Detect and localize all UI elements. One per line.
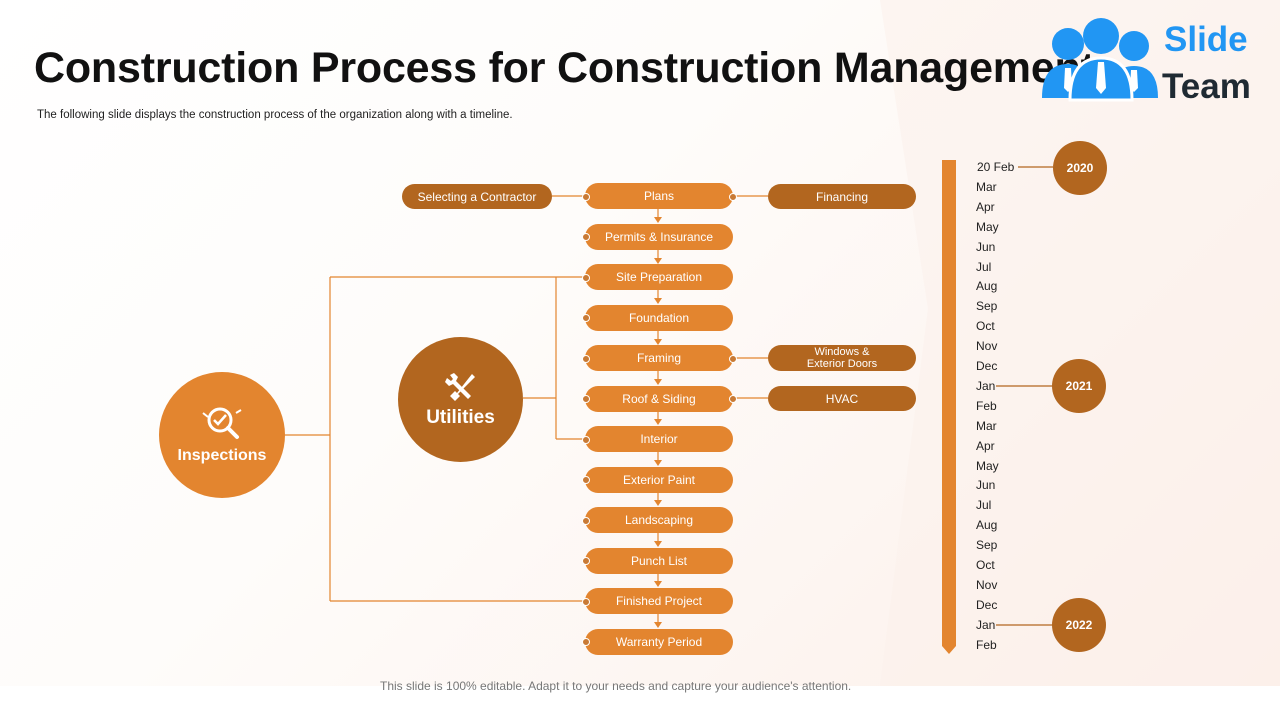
timeline-month: Jan <box>976 617 996 632</box>
footer-band <box>0 686 1280 720</box>
step-warranty-period: Warranty Period <box>585 629 733 655</box>
timeline-month: Dec <box>976 359 998 373</box>
step-framing: Framing <box>585 345 733 371</box>
page-title: Construction Process for Construction Ma… <box>34 44 1095 92</box>
step-permits-insurance: Permits & Insurance <box>585 224 733 250</box>
utilities-circle: Utilities <box>398 337 523 462</box>
page-subtitle: The following slide displays the constru… <box>37 109 513 121</box>
connector-dot <box>729 395 737 403</box>
inspection-check-icon <box>202 407 242 439</box>
timeline-month: Sep <box>976 299 998 314</box>
timeline-month: Jun <box>976 478 996 493</box>
timeline-month: Mar <box>976 418 997 433</box>
connector-dot <box>582 233 590 241</box>
timeline-month: Mar <box>976 179 997 194</box>
timeline-month: Feb <box>976 637 997 652</box>
connector-dot <box>582 598 590 606</box>
side-hvac: HVAC <box>768 386 916 411</box>
connector-dot <box>729 355 737 363</box>
timeline-month: Nov <box>976 577 998 592</box>
connector-dot <box>582 557 590 565</box>
step-site-preparation: Site Preparation <box>585 264 733 290</box>
step-landscaping: Landscaping <box>585 507 733 533</box>
step-roof-siding: Roof & Siding <box>585 386 733 412</box>
connector-dot <box>582 193 590 201</box>
connector-dot <box>582 436 590 444</box>
connector-dot <box>582 274 590 282</box>
timeline-month: May <box>976 219 999 234</box>
timeline-arrow <box>942 646 956 654</box>
timeline-month: Apr <box>976 199 995 214</box>
connector-dot <box>582 355 590 363</box>
tools-icon <box>444 372 475 401</box>
step-exterior-paint: Exterior Paint <box>585 467 733 493</box>
timeline-month: Oct <box>976 558 995 572</box>
timeline-month: Jan <box>976 378 996 393</box>
timeline-month: Oct <box>976 319 995 334</box>
logo-text-team: Team <box>1162 67 1251 106</box>
step-punch-list: Punch List <box>585 548 733 574</box>
connector-dot <box>582 395 590 403</box>
side-windows-doors-line1: Windows & <box>814 346 870 358</box>
timeline-month: 20 Feb <box>977 160 1015 174</box>
connector-dot <box>582 517 590 525</box>
connector-dot <box>582 638 590 646</box>
timeline-month: Dec <box>976 597 998 612</box>
step-finished-project: Finished Project <box>585 588 733 614</box>
side-windows-doors-line2: Exterior Doors <box>806 358 878 370</box>
connector-dot <box>729 193 737 201</box>
step-foundation: Foundation <box>585 305 733 331</box>
side-financing: Financing <box>768 184 916 209</box>
timeline-month: May <box>976 458 999 473</box>
timeline-month: Jul <box>976 259 992 274</box>
year-2022: 2022 <box>1052 598 1106 652</box>
timeline-bar <box>942 160 956 646</box>
inspections-circle: Inspections <box>159 372 285 498</box>
slideteam-logo <box>1040 18 1272 108</box>
timeline-month: Aug <box>976 279 998 294</box>
timeline-month: Feb <box>976 398 997 413</box>
year-2020: 2020 <box>1053 141 1107 195</box>
connector-dot <box>582 476 590 484</box>
timeline-month: Aug <box>976 518 998 533</box>
timeline-month: Apr <box>976 438 995 453</box>
people-logo-icon <box>1042 18 1158 102</box>
timeline-month: Jun <box>976 239 996 254</box>
timeline-month: Sep <box>976 538 998 553</box>
inspections-label: Inspections <box>177 447 267 464</box>
step-interior: Interior <box>585 426 733 452</box>
side-selecting-contractor: Selecting a Contractor <box>402 184 552 209</box>
side-windows-doors: Windows & Exterior Doors <box>768 345 916 371</box>
utilities-label: Utilities <box>426 406 495 428</box>
logo-text-slide: Slide <box>1164 20 1248 59</box>
year-2021: 2021 <box>1052 359 1106 413</box>
timeline-month: Jul <box>976 498 992 513</box>
footer-note: This slide is 100% editable. Adapt it to… <box>380 679 852 693</box>
connector-dot <box>582 314 590 322</box>
step-plans: Plans <box>585 183 733 209</box>
timeline-month: Nov <box>976 339 998 354</box>
